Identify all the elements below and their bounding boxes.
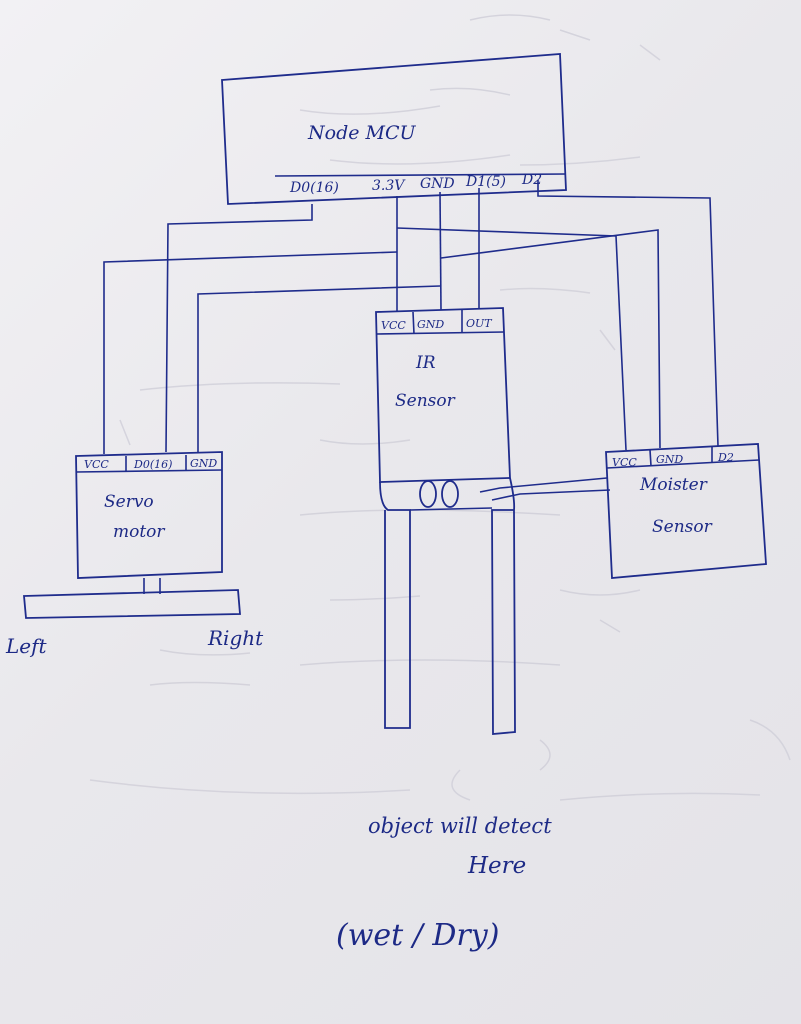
- nodemcu-pin-d2: D2: [521, 172, 542, 188]
- moisture-pin-gnd: GND: [656, 453, 683, 466]
- ir-title-line1: IR: [415, 353, 436, 373]
- moisture-sensor-block: [605, 443, 767, 579]
- nodemcu-pin-labels: D0(16) 3.3V GND D1(5) D2: [289, 172, 542, 196]
- moisture-title-line2: Sensor: [652, 517, 713, 537]
- nodemcu-pin-3v3: 3.3V: [372, 178, 406, 194]
- servo-arm: [23, 578, 241, 619]
- servo-pin-vcc: VCC: [84, 458, 109, 471]
- servo-title-line1: Servo: [104, 492, 154, 512]
- servo-pin-gnd: GND: [190, 457, 217, 470]
- ir-pin-gnd: GND: [417, 318, 444, 331]
- nodemcu-pin-d1: D1(5): [465, 174, 506, 190]
- detection-chute: [379, 477, 516, 735]
- caption-line1: object will detect: [368, 814, 552, 838]
- ir-emitter-receiver-icon: [419, 480, 459, 508]
- servo-title-line2: motor: [113, 522, 165, 542]
- nodemcu-block: [221, 53, 567, 205]
- servo-pin-d0: D0(16): [133, 458, 172, 471]
- ir-pin-vcc: VCC: [381, 319, 406, 332]
- caption-line3: (wet / Dry): [336, 918, 499, 953]
- nodemcu-pin-gnd: GND: [420, 176, 455, 192]
- servo-motor-block: [75, 451, 223, 579]
- nodemcu-pin-d0: D0(16): [289, 180, 339, 196]
- arm-label-right: Right: [207, 626, 264, 650]
- bleed-through-marks: [89, 14, 791, 801]
- moisture-title-line1: Moister: [639, 475, 708, 495]
- ir-pin-out: OUT: [466, 317, 493, 330]
- wiring: [103, 180, 719, 501]
- ir-title-line2: Sensor: [395, 391, 456, 411]
- arm-label-left: Left: [5, 634, 48, 658]
- moisture-pin-d2: D2: [717, 451, 734, 464]
- caption-line2: Here: [467, 853, 526, 879]
- moisture-pin-vcc: VCC: [612, 456, 637, 469]
- nodemcu-title: Node MCU: [307, 122, 417, 144]
